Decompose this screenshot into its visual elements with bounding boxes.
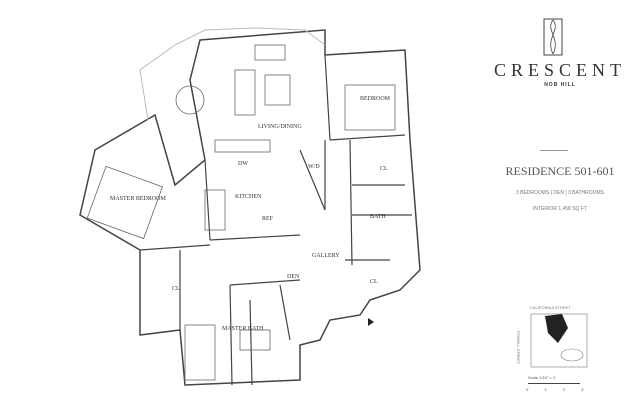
key-plan: CALIFORNIA STREET POWELL STREET Scale 1/…	[510, 305, 590, 400]
scale-tick: 4'	[580, 387, 584, 392]
interior-walls	[139, 54, 412, 386]
floor-plan: LIVING/DINING BEDROOM DW W/D CL KITCHEN …	[79, 27, 421, 386]
furniture	[86, 44, 396, 381]
room-bath: BATH	[370, 214, 386, 220]
room-wd: W/D	[308, 164, 320, 170]
room-labels: LIVING/DINING BEDROOM DW W/D CL KITCHEN …	[110, 96, 391, 332]
site-map	[530, 313, 588, 368]
scale-tick: 2'	[562, 387, 566, 392]
balcony	[139, 27, 326, 121]
room-ref: REF	[262, 216, 274, 222]
room-den: DEN	[287, 274, 300, 280]
entry-arrow-icon	[368, 318, 374, 326]
room-gallery: GALLERY	[312, 253, 340, 259]
street-top: CALIFORNIA STREET	[530, 305, 571, 310]
brand-subtitle: NOB HILL	[544, 82, 576, 88]
residence-title: RESIDENCE 501-601	[505, 164, 615, 178]
scale-tick: 1'	[544, 387, 548, 392]
brand-logo	[543, 18, 563, 56]
divider	[540, 150, 568, 151]
room-dw: DW	[238, 161, 248, 167]
room-closet-2: CL	[172, 286, 180, 292]
exterior-walls	[79, 29, 421, 386]
scale-bar	[528, 383, 580, 384]
scale-tick: 0'	[526, 387, 529, 392]
room-living-dining: LIVING/DINING	[258, 124, 302, 130]
residence-rooms: 3 BEDROOMS | DEN | 3 BATHROOMS	[515, 190, 605, 196]
brand-name: CRESCENT	[493, 60, 626, 80]
street-side: POWELL STREET	[516, 330, 522, 365]
residence-interior: INTERIOR 1,458 SQ FT	[533, 206, 587, 212]
room-master-bath: MASTER BATH	[222, 326, 264, 332]
room-master-bedroom: MASTER BEDROOM	[110, 196, 167, 202]
room-closet: CL	[380, 166, 388, 172]
scale-label: Scale 1/16" = 1'	[528, 375, 556, 380]
room-kitchen: KITCHEN	[235, 194, 262, 200]
room-closet-3: CL	[370, 279, 378, 285]
room-bedroom: BEDROOM	[360, 96, 391, 102]
